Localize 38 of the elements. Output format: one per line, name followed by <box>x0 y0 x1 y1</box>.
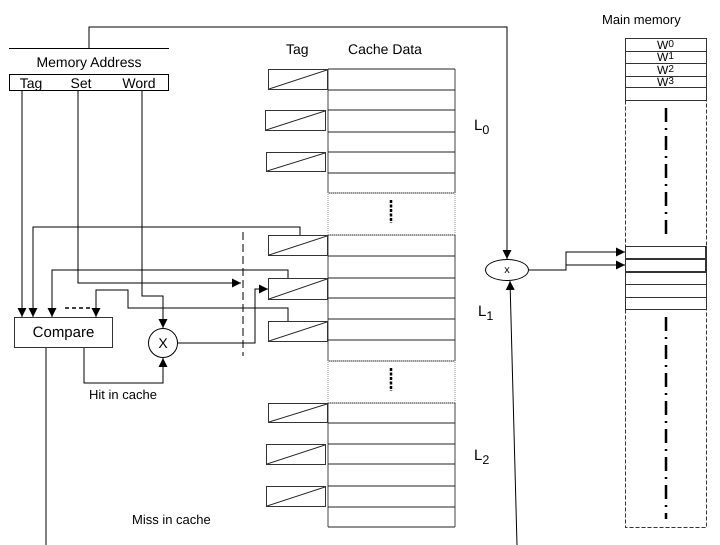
arrow <box>18 90 26 318</box>
multiplier-circle: X <box>148 328 178 358</box>
column-heading: Tag <box>286 42 309 56</box>
tag-box <box>266 152 326 172</box>
arrow <box>142 90 168 328</box>
column-heading: Cache Data <box>348 42 422 56</box>
tag-box <box>265 110 326 131</box>
level-label: L$_{2}$ <box>474 448 490 466</box>
address-field: Word <box>110 74 169 91</box>
address-field: Set <box>52 74 110 91</box>
selector-ellipse: x <box>485 259 529 281</box>
tag-box <box>268 69 328 90</box>
tag-box <box>266 444 326 465</box>
level-label: L$_{1}$ <box>478 304 494 322</box>
tag-box <box>266 486 326 507</box>
arrow <box>506 280 518 545</box>
edge-label: Hit in cache <box>88 387 158 402</box>
arrow <box>28 226 300 318</box>
memory-row-cell <box>625 246 706 259</box>
memory-heading: Main memory <box>602 12 681 27</box>
arrow <box>88 26 512 260</box>
tag-box <box>268 321 328 342</box>
note-text: Miss in cache <box>132 513 211 526</box>
memory-row-cell <box>625 259 706 272</box>
arrow <box>528 260 626 270</box>
address-register <box>9 48 169 90</box>
compare-box: Compare <box>14 317 113 348</box>
tag-box <box>268 278 328 300</box>
arrow <box>178 284 268 344</box>
arrow <box>48 270 288 318</box>
arrow <box>92 290 288 322</box>
address-field: Tag <box>9 74 52 91</box>
tag-box <box>268 235 328 256</box>
register-heading: Memory Address <box>35 54 143 70</box>
arrow <box>78 90 242 288</box>
tag-box <box>268 403 328 423</box>
level-label: L$_{0}$ <box>474 118 490 136</box>
arrow <box>84 348 168 384</box>
